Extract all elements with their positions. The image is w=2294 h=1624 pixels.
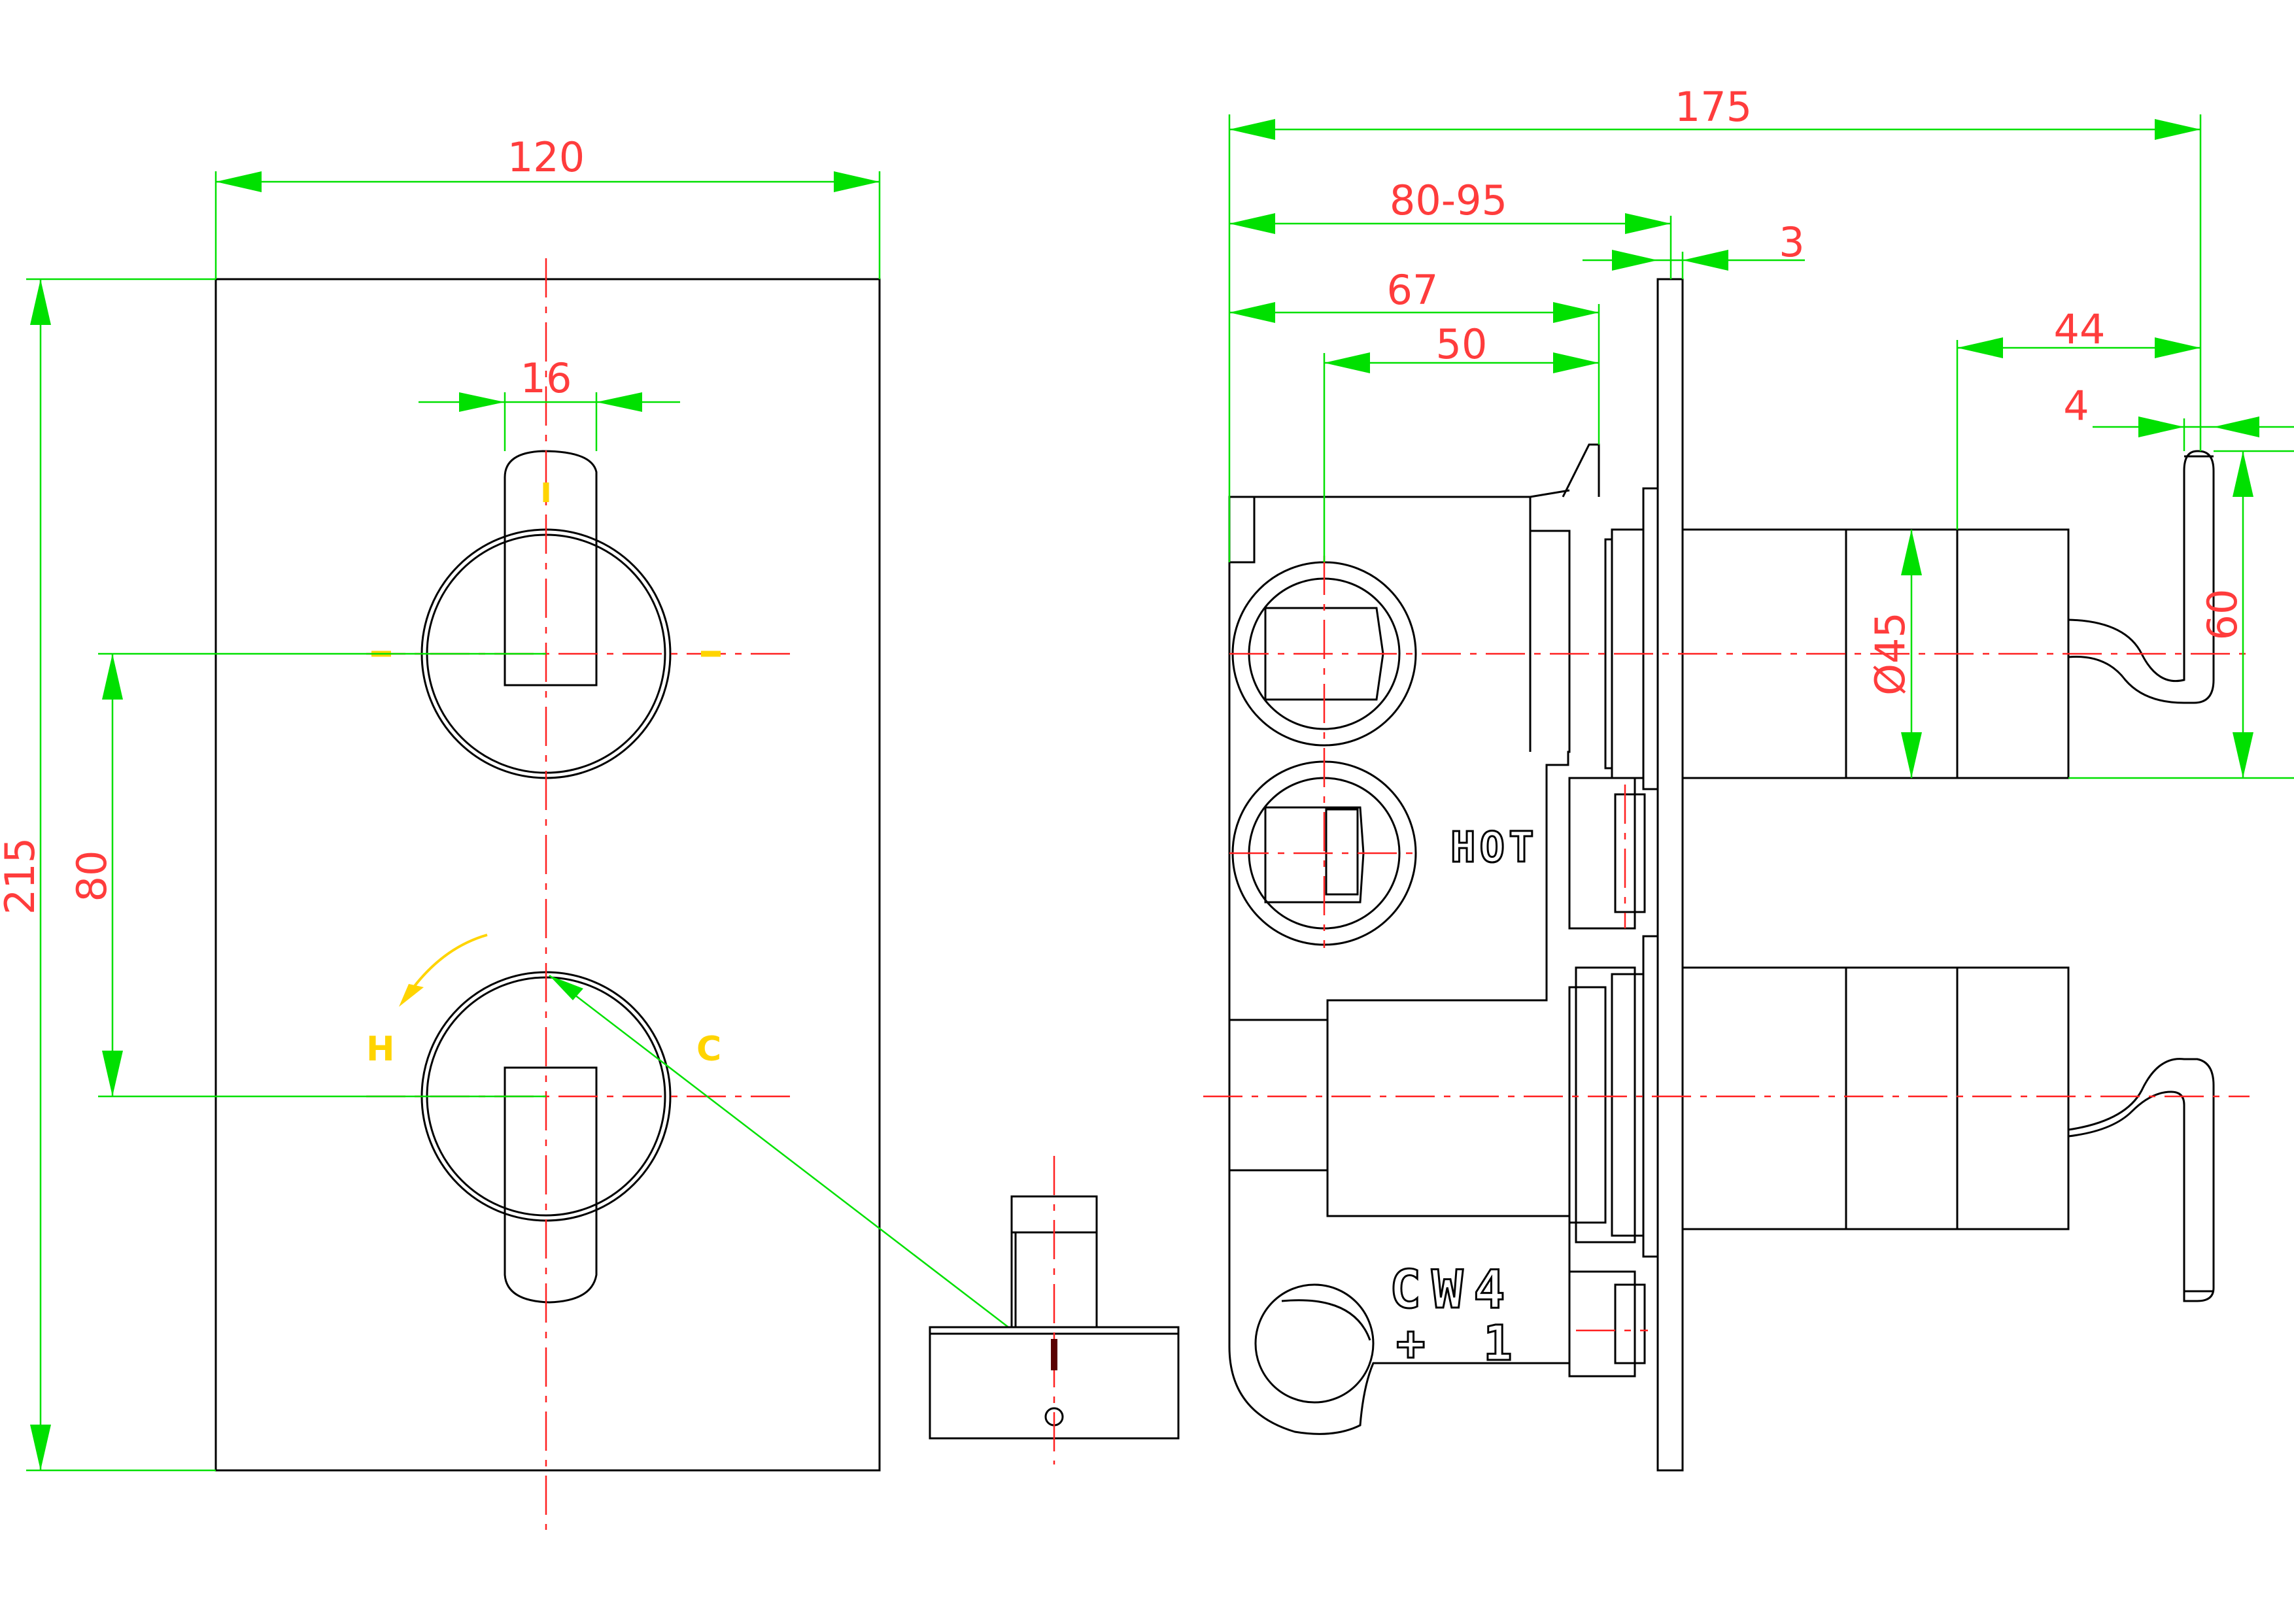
dim-44: 44 (2054, 305, 2106, 353)
dim-80-95: 80-95 (1390, 177, 1507, 224)
detail-leader-arrowhead (549, 975, 583, 1000)
dim-3: 3 (1779, 218, 1804, 266)
front-arrowheads (30, 171, 880, 1470)
hot-stamp: HOT (1450, 824, 1538, 872)
detail-leader (549, 975, 1009, 1328)
dim-80: 80 (68, 851, 116, 902)
front-dimensions (26, 171, 881, 1472)
side-arrowheads (1229, 119, 2259, 778)
rotation-arrow (407, 934, 488, 995)
dim-175: 175 (1675, 83, 1752, 131)
valve-body (1228, 496, 1571, 1435)
dim-215: 215 (0, 837, 44, 915)
front-centerlines (366, 258, 791, 1530)
dim-67: 67 (1387, 266, 1439, 314)
dim-50: 50 (1436, 320, 1488, 368)
detail-mark (1051, 1339, 1057, 1370)
dim-4: 4 (2063, 382, 2089, 430)
hot-label: H (366, 1030, 395, 1069)
plus-one-stamp: + 1 (1396, 1315, 1527, 1372)
lower-lever (504, 1066, 598, 1304)
side-plate (1656, 278, 1684, 1472)
rotation-arrowhead (399, 984, 424, 1007)
dim-16: 16 (521, 354, 572, 402)
front-plate (214, 278, 881, 1472)
side-view (1228, 278, 2215, 1472)
cold-label: C (696, 1030, 721, 1069)
front-view (214, 278, 881, 1472)
side-centerlines (1203, 556, 2250, 1332)
cw4-stamp: CW4 (1390, 1259, 1516, 1320)
upper-lever (504, 450, 598, 686)
dim-120: 120 (507, 133, 585, 181)
dim-60: 60 (2199, 589, 2246, 641)
dim-diameter-45: Ø45 (1866, 612, 1914, 696)
